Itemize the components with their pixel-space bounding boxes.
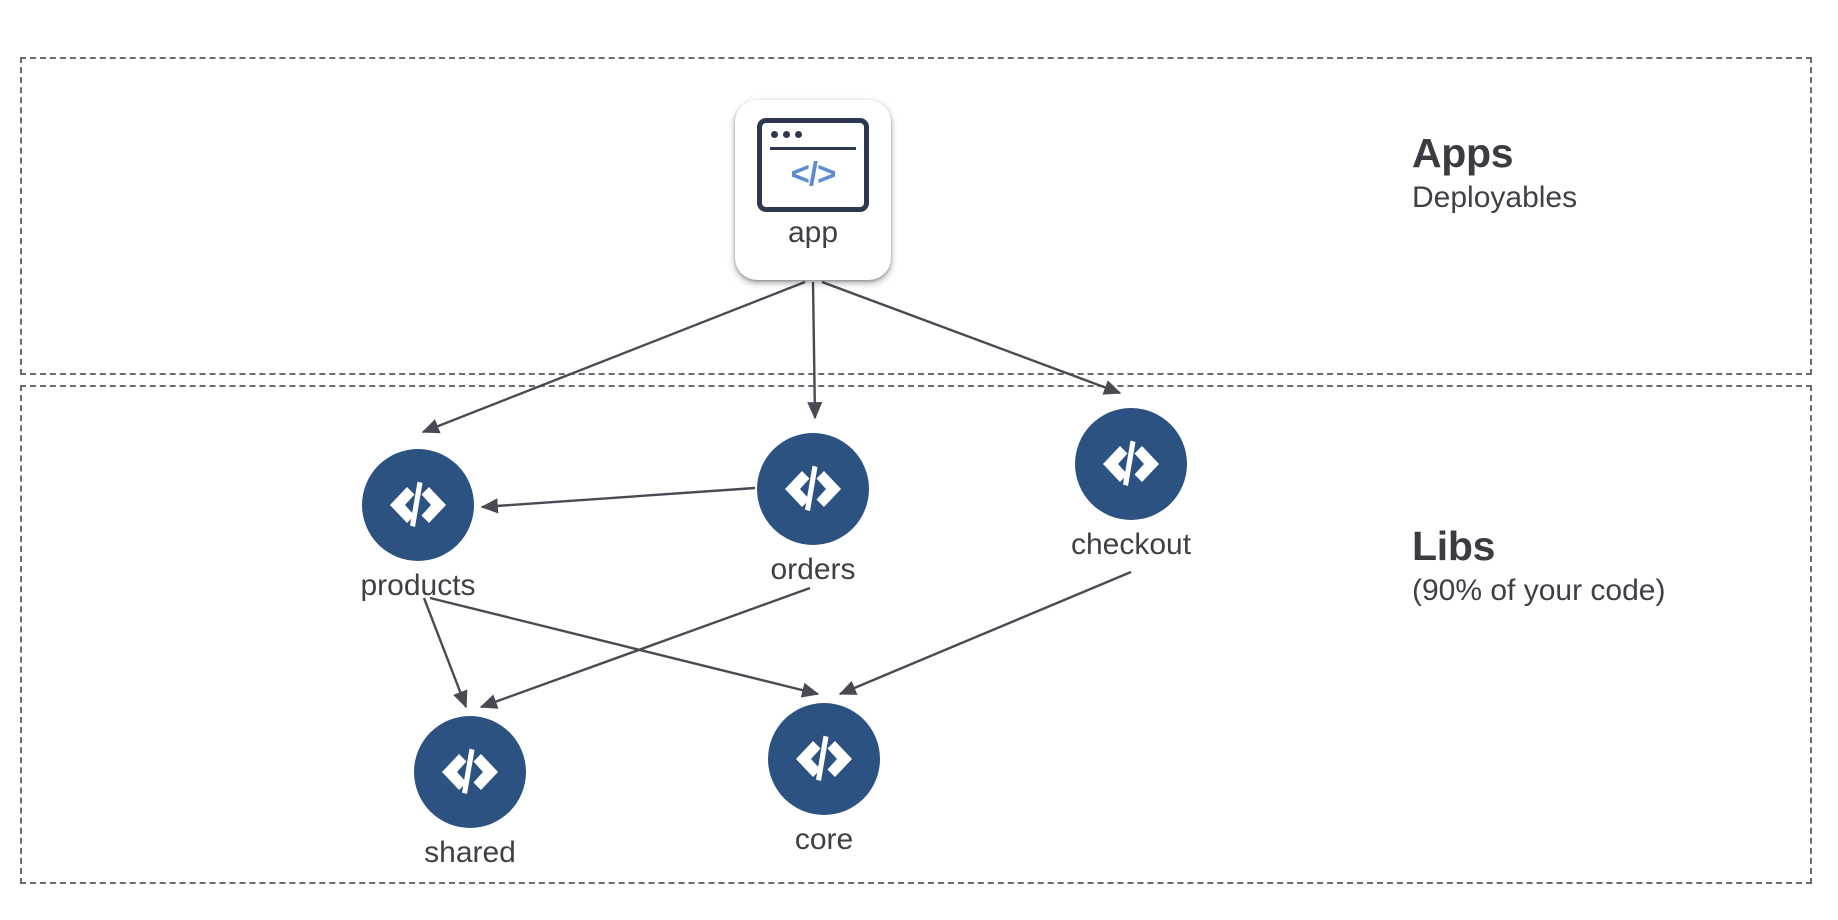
node-products-label: products [360,569,476,602]
code-brackets-icon [1103,440,1159,486]
code-brackets-icon: </> [790,155,837,192]
node-orders-circle[interactable] [757,433,869,545]
node-shared-label: shared [424,836,516,869]
node-app[interactable]: </> app [735,100,891,280]
node-checkout-circle[interactable] [1075,408,1187,520]
zone-libs-subtitle: (90% of your code) [1412,574,1666,608]
code-brackets-icon [442,748,498,794]
window-dots-icon [771,131,802,138]
zone-libs-caption: Libs (90% of your code) [1412,523,1666,610]
node-app-label: app [787,216,839,249]
code-brackets-icon [390,481,446,527]
zone-apps-subtitle: Deployables [1412,181,1578,215]
zone-apps-title: Apps [1412,130,1514,176]
node-core-label: core [794,823,854,856]
code-brackets-icon [796,735,852,781]
browser-window-code-icon: </> [757,118,869,212]
node-products-circle[interactable] [362,449,474,561]
node-orders-label: orders [770,553,856,586]
zone-libs-title: Libs [1412,523,1496,569]
zone-apps-caption: Apps Deployables [1412,130,1578,217]
node-shared-circle[interactable] [414,716,526,828]
window-titlebar-rule [770,147,856,150]
node-core-circle[interactable] [768,703,880,815]
zone-libs [20,385,1812,884]
node-checkout-label: checkout [1070,528,1192,561]
code-brackets-icon [785,465,841,511]
